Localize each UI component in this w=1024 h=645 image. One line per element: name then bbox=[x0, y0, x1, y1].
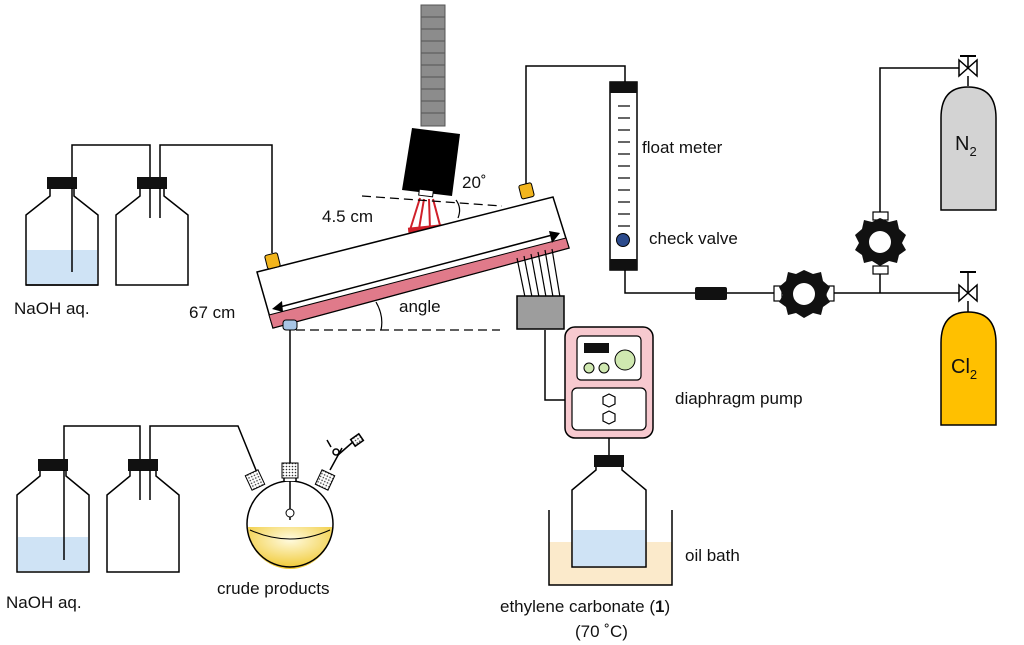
port-cap-left bbox=[264, 252, 281, 270]
round-bottom-flask bbox=[244, 432, 365, 569]
ec-prefix: ethylene carbonate ( bbox=[500, 597, 655, 616]
label-n2: N2 bbox=[955, 133, 977, 159]
lamp-heatsink-fins bbox=[420, 4, 446, 127]
cl2-subscript: 2 bbox=[970, 367, 977, 382]
float-meter bbox=[609, 81, 638, 271]
label-angle: angle bbox=[399, 297, 441, 316]
tube-reactor-floatmeter bbox=[525, 65, 626, 185]
n2-cylinder bbox=[940, 86, 997, 211]
gas-trap-bottle-top-left bbox=[25, 177, 99, 286]
tube-trap1-trap2-top bbox=[71, 144, 151, 188]
check-valve-ball bbox=[616, 233, 630, 247]
needle-valve-cl2 bbox=[958, 271, 978, 312]
lamp-body bbox=[402, 128, 460, 196]
cl2-main: Cl bbox=[951, 356, 970, 378]
lamp bbox=[402, 4, 460, 233]
flask-stopper-center bbox=[281, 462, 299, 479]
inline-connector bbox=[695, 287, 727, 300]
label-check-valve: check valve bbox=[649, 229, 738, 248]
ec-compound-number: 1 bbox=[655, 597, 664, 616]
label-crude-products: crude products bbox=[217, 579, 329, 598]
label-lamp-angle: 20˚ bbox=[462, 173, 487, 192]
gas-trap-bottle-bottom-left bbox=[16, 459, 90, 573]
label-naoh-bottom: NaOH aq. bbox=[6, 593, 82, 612]
regulator-n2 bbox=[855, 211, 906, 275]
flask-stopper-left bbox=[244, 469, 266, 491]
gas-trap-bottle-top-right bbox=[115, 177, 189, 286]
n2-main: N bbox=[955, 133, 969, 155]
flask-stopcock bbox=[326, 432, 365, 471]
label-ethylene-carbonate: ethylene carbonate (1) bbox=[500, 597, 670, 616]
label-width: 4.5 cm bbox=[322, 207, 373, 226]
tube-trap2-reactor bbox=[159, 144, 273, 253]
flask-stopper-right bbox=[314, 469, 336, 491]
flow-reactor bbox=[256, 182, 570, 331]
label-ec-temperature: (70 ˚C) bbox=[575, 622, 628, 641]
label-cl2: Cl2 bbox=[951, 356, 977, 382]
lamp-angle-guides bbox=[361, 195, 503, 219]
outlet-port bbox=[282, 319, 298, 331]
reactor-stripe bbox=[268, 237, 570, 329]
ec-suffix: ) bbox=[664, 597, 670, 616]
label-length: 67 cm bbox=[189, 303, 235, 322]
label-diaphragm-pump: diaphragm pump bbox=[675, 389, 803, 408]
label-oil-bath: oil bath bbox=[685, 546, 740, 565]
port-cap-right bbox=[518, 182, 535, 200]
ethylene-carbonate-bottle bbox=[571, 455, 647, 568]
cl2-cylinder bbox=[940, 311, 997, 426]
fan-heatsink bbox=[516, 248, 565, 330]
needle-valve-n2 bbox=[958, 55, 978, 86]
label-float-meter: float meter bbox=[642, 138, 723, 157]
gas-trap-bottle-bottom-right bbox=[106, 459, 180, 573]
diaphragm-pump bbox=[564, 326, 654, 439]
n2-subscript: 2 bbox=[969, 144, 976, 159]
reactor-angle-guide bbox=[296, 301, 500, 331]
regulator-main bbox=[773, 270, 835, 318]
tube-n2reg-n2 bbox=[879, 67, 968, 215]
lamp-beam bbox=[409, 197, 442, 231]
tube-trap1-trap2-bottom bbox=[63, 425, 141, 465]
tube-trap2-flask bbox=[149, 425, 261, 481]
label-naoh-top: NaOH aq. bbox=[14, 299, 90, 318]
